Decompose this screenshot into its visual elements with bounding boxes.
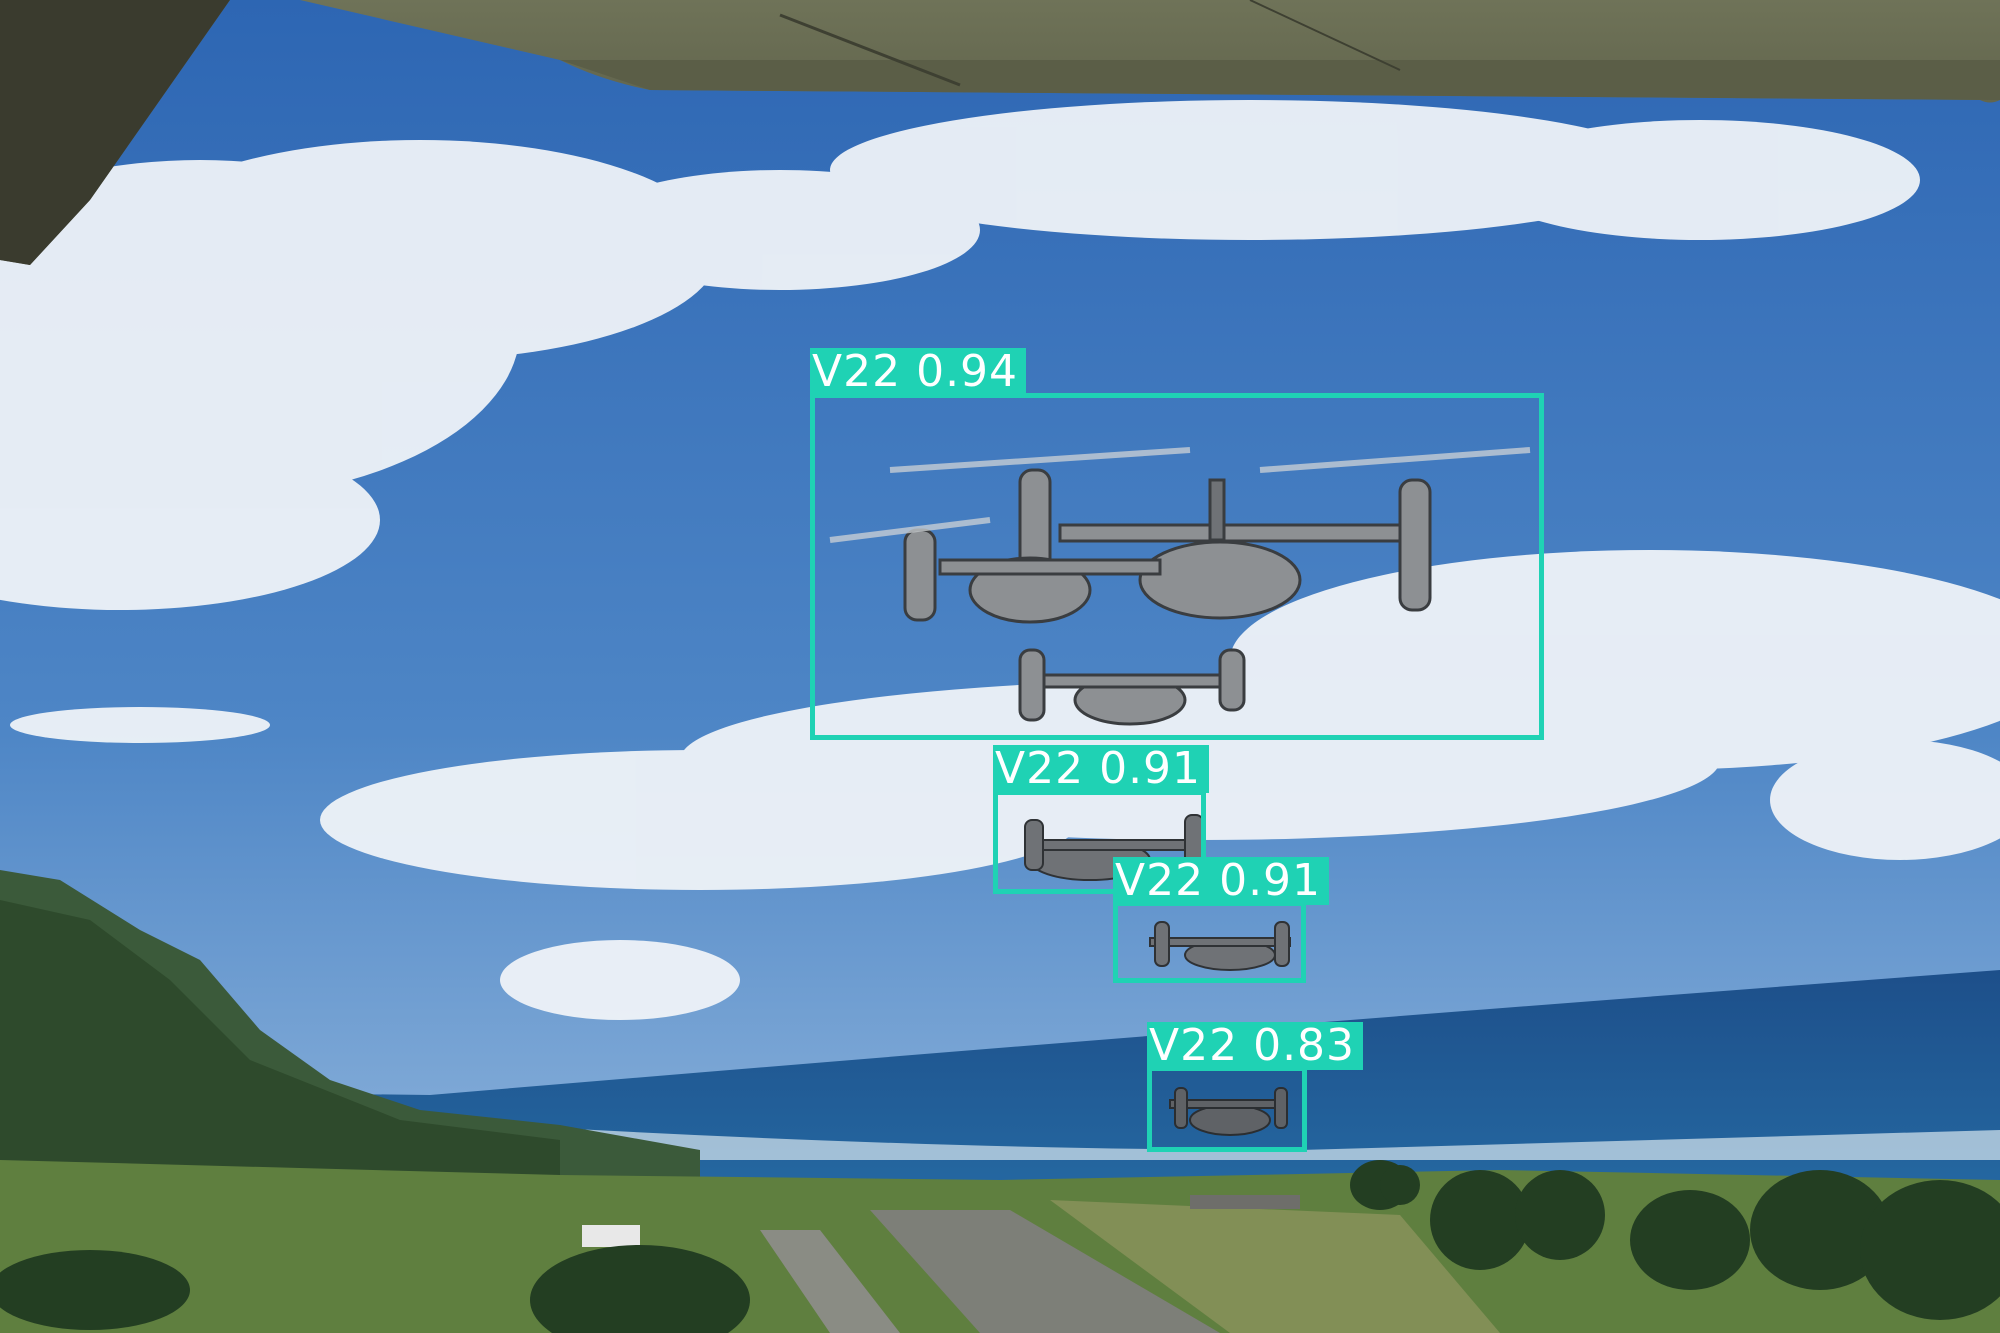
tiltrotor-aircraft — [903, 468, 1432, 726]
detection-label: V22 0.91 — [1113, 857, 1330, 905]
detection-label: V22 0.91 — [993, 745, 1210, 793]
hangar — [582, 1225, 640, 1247]
detection-label: V22 0.94 — [810, 348, 1027, 396]
detection-box — [1113, 901, 1306, 983]
runway — [870, 1210, 1220, 1333]
detection-box — [1147, 1066, 1307, 1152]
surf-line — [420, 1120, 2000, 1160]
trees — [0, 1160, 2000, 1333]
detection-label: V22 0.83 — [1147, 1022, 1364, 1070]
detection-box — [810, 393, 1544, 740]
